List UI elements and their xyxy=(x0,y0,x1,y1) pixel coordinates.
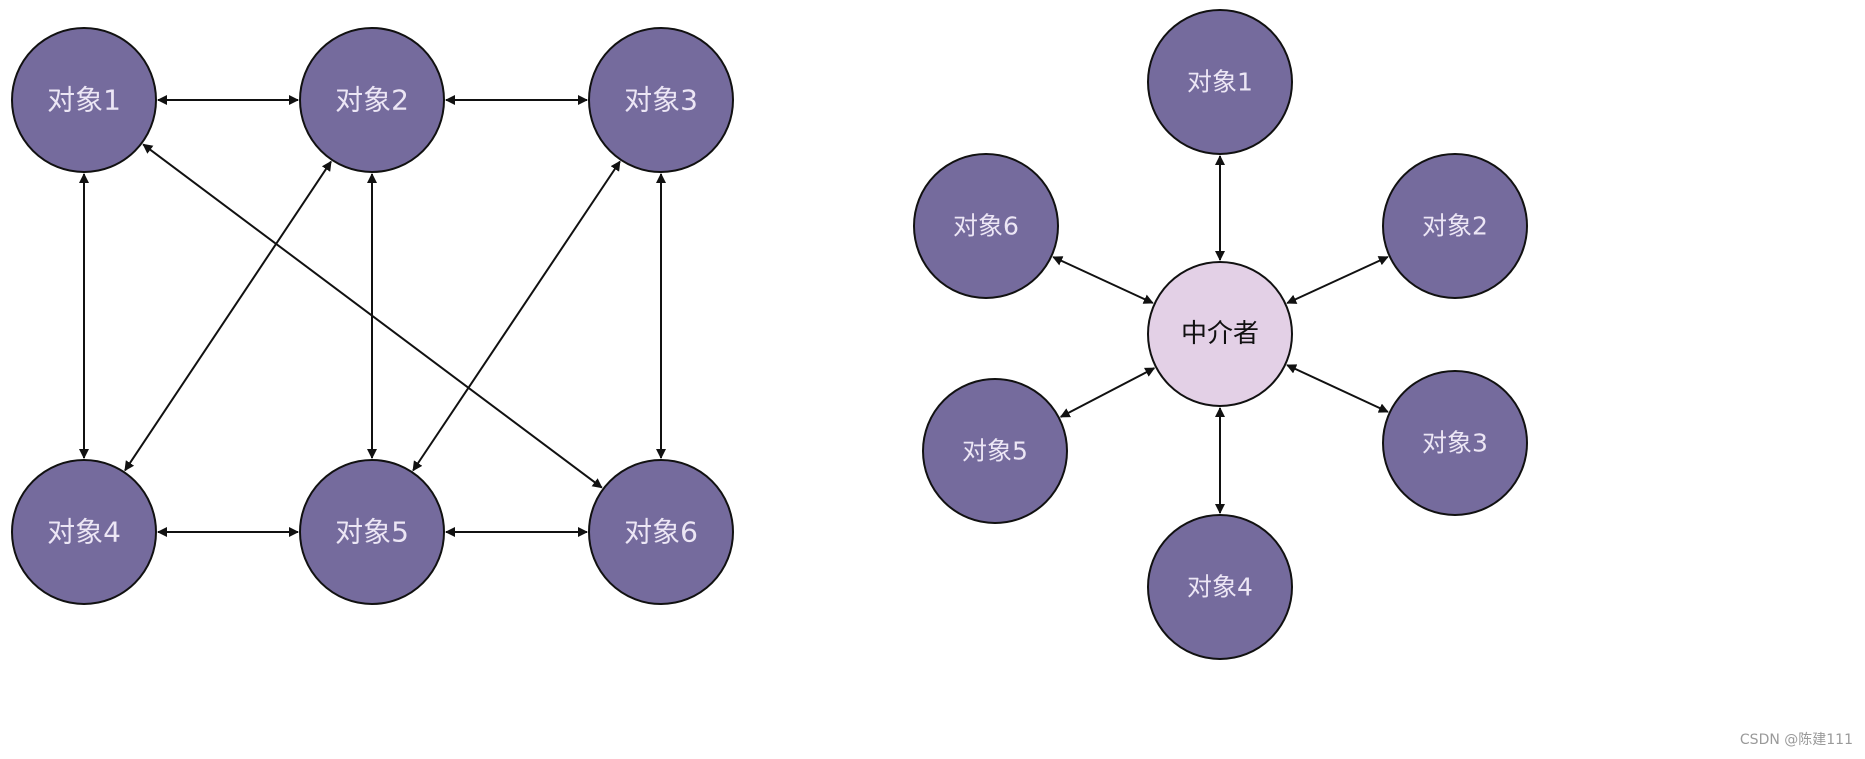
mesh-node-m6-label: 对象6 xyxy=(624,516,698,549)
mediator-node-circle xyxy=(1147,261,1293,407)
star-node-s1-circle xyxy=(1147,9,1293,155)
star-node-s4-label: 对象4 xyxy=(1187,573,1253,602)
mesh-node-m4: 对象4 xyxy=(11,459,157,605)
star-node-s6-circle xyxy=(913,153,1059,299)
watermark-text: CSDN @陈建111 xyxy=(1739,732,1853,748)
mediator-node: 中介者 xyxy=(1147,261,1293,407)
star-node-s3: 对象3 xyxy=(1382,370,1528,516)
star-node-s4-circle xyxy=(1147,514,1293,660)
mesh-node-m3: 对象3 xyxy=(588,27,734,173)
mesh-node-m6-circle xyxy=(588,459,734,605)
mesh-node-m2-circle xyxy=(299,27,445,173)
star-node-s2-circle xyxy=(1382,153,1528,299)
star-node-s2: 对象2 xyxy=(1382,153,1528,299)
star-node-s4: 对象4 xyxy=(1147,514,1293,660)
star-edge-hub-s2 xyxy=(1286,255,1389,305)
star-edge-hub-s6 xyxy=(1052,256,1154,304)
star-nodes: 对象1 对象2 对象3 对象4 对象5 对象6 中介者 xyxy=(913,9,1528,660)
star-node-s2-label: 对象2 xyxy=(1422,212,1488,241)
mesh-node-m4-circle xyxy=(11,459,157,605)
star-node-s6-label: 对象6 xyxy=(953,212,1019,241)
star-node-s1: 对象1 xyxy=(1147,9,1293,155)
mesh-edge-m1-m6 xyxy=(142,143,603,489)
mesh-node-m5: 对象5 xyxy=(299,459,445,605)
mesh-network-diagram: 对象1 对象2 对象3 对象4 对象5 对象6 xyxy=(11,27,734,605)
star-node-s1-label: 对象1 xyxy=(1187,68,1253,97)
mesh-node-m1: 对象1 xyxy=(11,27,157,173)
mesh-nodes: 对象1 对象2 对象3 对象4 对象5 对象6 xyxy=(11,27,734,605)
star-node-s5-label: 对象5 xyxy=(962,437,1028,466)
mesh-edges xyxy=(79,95,666,537)
star-node-s5-circle xyxy=(922,378,1068,524)
mesh-node-m5-circle xyxy=(299,459,445,605)
mesh-node-m3-circle xyxy=(588,27,734,173)
star-node-s6: 对象6 xyxy=(913,153,1059,299)
mediator-node-label: 中介者 xyxy=(1181,319,1259,349)
mesh-node-m3-label: 对象3 xyxy=(624,84,698,117)
mediator-star-diagram: 对象1 对象2 对象3 对象4 对象5 对象6 中介者 xyxy=(913,9,1528,660)
mesh-node-m2: 对象2 xyxy=(299,27,445,173)
mesh-node-m5-label: 对象5 xyxy=(335,516,409,549)
star-edge-hub-s5 xyxy=(1059,367,1156,418)
star-node-s5: 对象5 xyxy=(922,378,1068,524)
star-node-s3-circle xyxy=(1382,370,1528,516)
star-node-s3-label: 对象3 xyxy=(1422,429,1488,458)
mesh-node-m2-label: 对象2 xyxy=(335,84,409,117)
mesh-node-m4-label: 对象4 xyxy=(47,516,121,549)
mesh-node-m1-label: 对象1 xyxy=(47,84,121,117)
mesh-node-m1-circle xyxy=(11,27,157,173)
mesh-node-m6: 对象6 xyxy=(588,459,734,605)
star-edges xyxy=(1052,155,1389,514)
star-edge-hub-s3 xyxy=(1286,364,1389,413)
